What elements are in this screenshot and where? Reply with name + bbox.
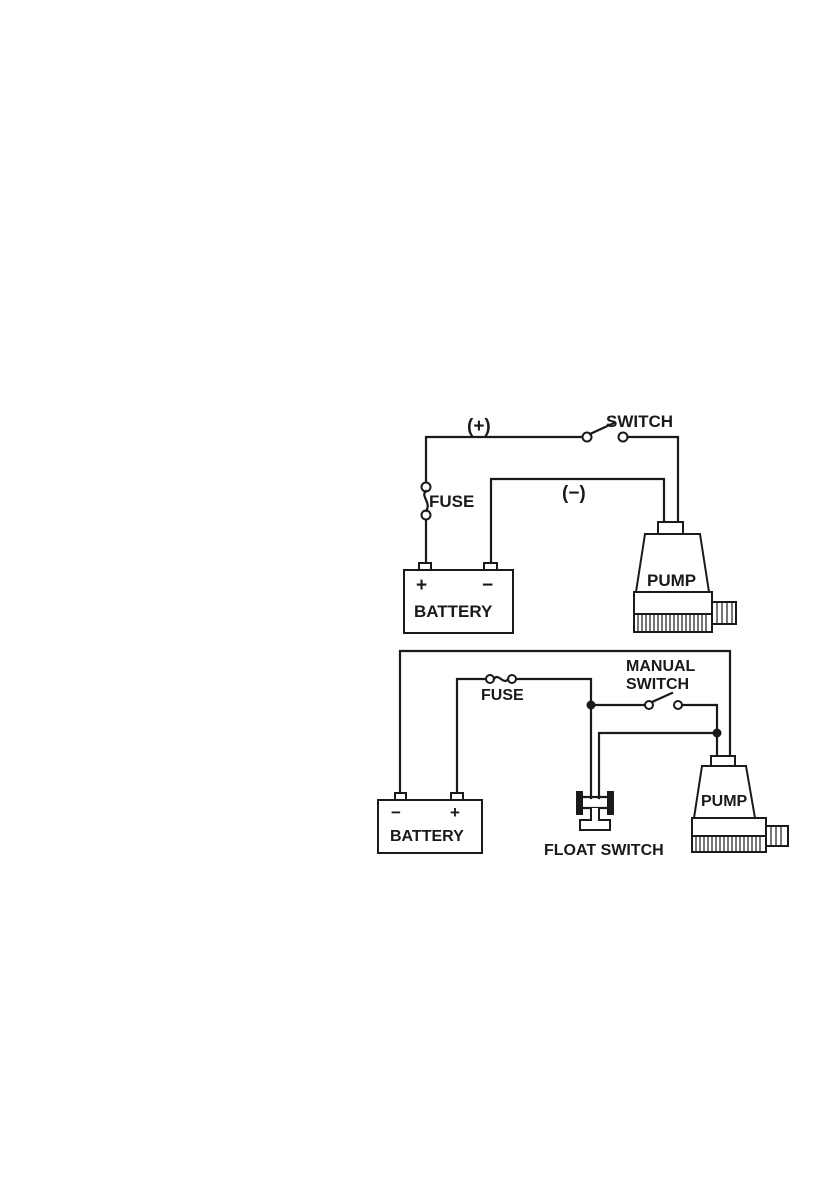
fuse-2 [486,675,516,683]
pump-2-label: PUMP [701,793,748,810]
fuse-to-junction-wire [513,679,591,705]
float-switch-label: FLOAT SWITCH [544,842,664,859]
diagram-1-simple-switch-wiring: SWITCH (+) (−) FUSE + − BATTERY [404,412,736,633]
manual-switch [645,693,682,709]
junction-dot-left [587,701,596,710]
junction-dot-right [713,729,722,738]
manual-switch-label-line1: MANUAL [626,658,696,675]
battery-minus-terminal: − [482,575,493,596]
positive-wire [426,437,585,485]
battery-2-minus-terminal: − [391,803,401,822]
battery-label: BATTERY [414,602,493,621]
fuse-2-label: FUSE [481,687,524,704]
pump-label: PUMP [647,571,696,590]
float-switch [576,791,614,830]
fuse-label: FUSE [429,492,474,511]
manual-switch-label-line2: SWITCH [626,676,689,693]
switch-label: SWITCH [606,412,673,431]
negative-label: (−) [562,483,586,504]
positive-label: (+) [467,416,491,437]
battery-2-plus-terminal: + [450,803,460,822]
battery-1 [404,563,513,633]
manual-switch-to-junction-wire [681,705,717,756]
battery-plus-terminal: + [416,575,427,596]
diagram-2-float-switch-wiring: FUSE MANUAL SWITCH FLOAT SWITCH − + BATT… [378,651,788,859]
battery-2-label: BATTERY [390,828,464,845]
